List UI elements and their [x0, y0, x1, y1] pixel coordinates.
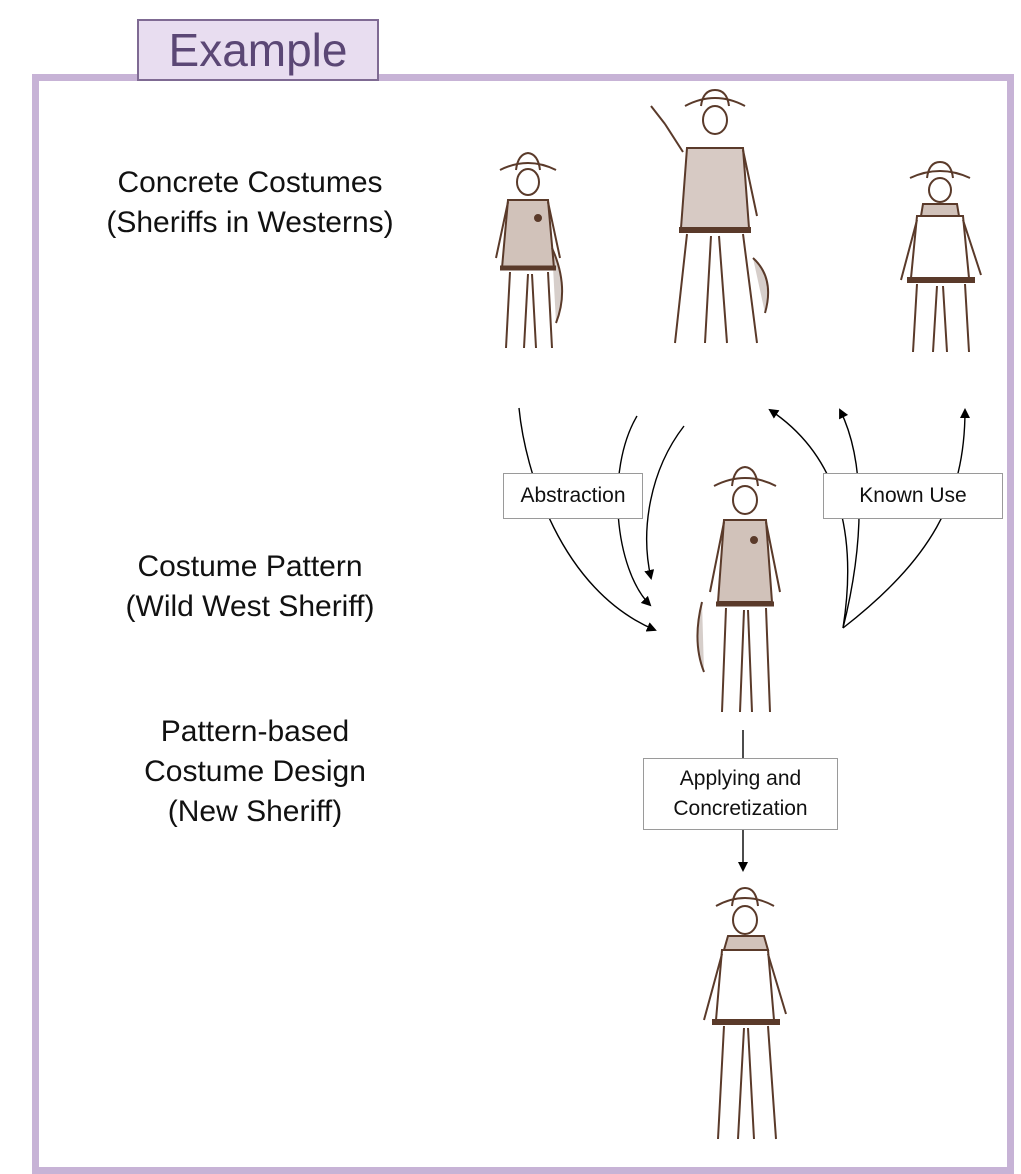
known-use-arrow-3: [843, 410, 965, 628]
known-use-arrow-1: [770, 410, 848, 628]
abstraction-arrow-1: [519, 408, 655, 630]
abstraction-label: Abstraction: [503, 473, 643, 519]
known-use-label: Known Use: [823, 473, 1003, 519]
example-title: Example: [137, 19, 379, 81]
abstraction-arrow-3: [647, 426, 684, 578]
applying-concretization-label: Applying and Concretization: [643, 758, 838, 830]
